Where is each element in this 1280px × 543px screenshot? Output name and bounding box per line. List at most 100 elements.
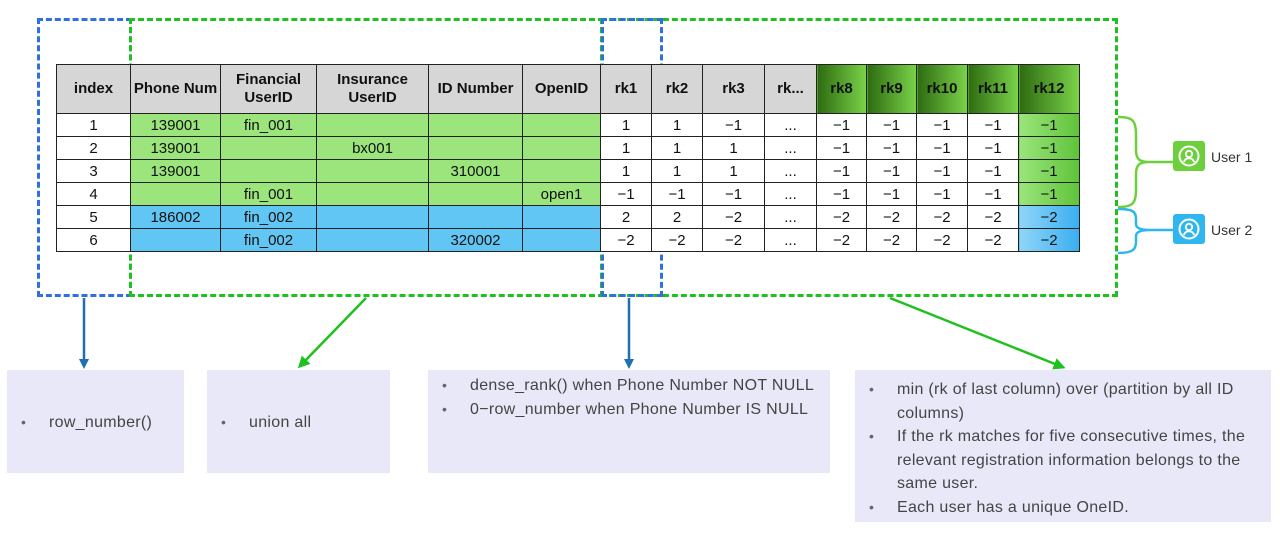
note-item: If the rk matches for five consecutive t… (855, 425, 1271, 496)
table-cell: −1 (967, 182, 1019, 206)
table-cell (522, 205, 601, 229)
arrow-union-all (297, 297, 367, 369)
column-header: rk10 (916, 64, 968, 114)
note-dense-rank: dense_rank() when Phone Number NOT NULL0… (428, 370, 830, 473)
note-item: min (rk of last column) over (partition … (855, 378, 1271, 425)
user2-badge (1173, 214, 1205, 244)
column-header: rk1 (600, 64, 652, 114)
table-cell: −2 (916, 228, 968, 252)
table-cell: 1 (702, 159, 765, 183)
table-cell (316, 228, 429, 252)
note-item: 0−row_number when Phone Number IS NULL (428, 398, 830, 422)
column-header: rk9 (866, 64, 917, 114)
column-header: index (56, 64, 131, 114)
table-cell (428, 182, 523, 206)
table-cell (316, 159, 429, 183)
table-cell (522, 136, 601, 160)
table-cell (316, 113, 429, 137)
table-cell: 1 (600, 159, 652, 183)
table-cell (522, 113, 601, 137)
table-cell: 3 (56, 159, 131, 183)
table-cell: 6 (56, 228, 131, 252)
table-cell: 1 (651, 113, 703, 137)
user1-label: User 1 (1211, 149, 1253, 165)
column-header: rk2 (651, 64, 703, 114)
table-cell: −1 (967, 159, 1019, 183)
note-min-rk: min (rk of last column) over (partition … (855, 370, 1271, 522)
column-header: Phone Num (130, 64, 221, 114)
table-cell: −1 (651, 182, 703, 206)
table-cell: −2 (1018, 205, 1080, 229)
table-cell: −1 (916, 136, 968, 160)
note-row-number: row_number() (7, 370, 184, 473)
table-cell: 139001 (130, 136, 221, 160)
user1-badge (1173, 141, 1205, 171)
column-header: Financial UserID (220, 64, 317, 114)
note-union-all: union all (207, 370, 390, 473)
note-item: Each user has a unique OneID. (855, 496, 1271, 520)
table-cell: −1 (866, 136, 917, 160)
table-cell: −2 (916, 205, 968, 229)
table-cell: −1 (866, 113, 917, 137)
table-cell: −1 (702, 182, 765, 206)
table-cell: 186002 (130, 205, 221, 229)
note-item: union all (207, 411, 390, 435)
table-cell: 4 (56, 182, 131, 206)
table-cell: −2 (816, 228, 867, 252)
table-cell (428, 113, 523, 137)
table-cell: −2 (600, 228, 652, 252)
table-cell: 1 (651, 136, 703, 160)
user-circle-icon (1178, 145, 1200, 167)
table-cell (130, 182, 221, 206)
table-cell: fin_002 (220, 228, 317, 252)
table-cell: −1 (1018, 182, 1080, 206)
table-cell: −1 (916, 159, 968, 183)
note-item: row_number() (7, 411, 184, 435)
table-cell: −2 (651, 228, 703, 252)
table-cell: ... (764, 159, 817, 183)
table-cell: −1 (600, 182, 652, 206)
table-cell (316, 182, 429, 206)
table-cell: −1 (702, 113, 765, 137)
table-cell: 2 (600, 205, 652, 229)
table-cell (220, 136, 317, 160)
table-cell: −2 (702, 228, 765, 252)
column-header: ID Number (428, 64, 523, 114)
table-cell: −1 (967, 136, 1019, 160)
table-cell: −1 (1018, 136, 1080, 160)
table-cell (522, 159, 601, 183)
table-cell: −1 (866, 182, 917, 206)
table-cell: 320002 (428, 228, 523, 252)
table-cell: ... (764, 182, 817, 206)
table-cell: −2 (1018, 228, 1080, 252)
user2-brace (1117, 207, 1174, 255)
note-item: dense_rank() when Phone Number NOT NULL (428, 374, 830, 398)
table-cell: −2 (816, 205, 867, 229)
column-header: rk8 (816, 64, 867, 114)
table-cell: −1 (1018, 159, 1080, 183)
table-cell: −2 (866, 228, 917, 252)
user2-label: User 2 (1211, 222, 1253, 238)
table-cell (130, 228, 221, 252)
table-cell: −1 (967, 113, 1019, 137)
table-cell: fin_001 (220, 113, 317, 137)
arrow-min-rk (889, 296, 1066, 370)
column-header: OpenID (522, 64, 601, 114)
table-cell: fin_002 (220, 205, 317, 229)
user1-brace (1117, 115, 1174, 209)
table-cell: −2 (967, 228, 1019, 252)
table-cell: −2 (702, 205, 765, 229)
table-cell: 310001 (428, 159, 523, 183)
table-cell (220, 159, 317, 183)
table-cell: 5 (56, 205, 131, 229)
table-cell: ... (764, 113, 817, 137)
column-header: rk... (764, 64, 817, 114)
table-cell: 1 (600, 136, 652, 160)
table-cell: ... (764, 228, 817, 252)
